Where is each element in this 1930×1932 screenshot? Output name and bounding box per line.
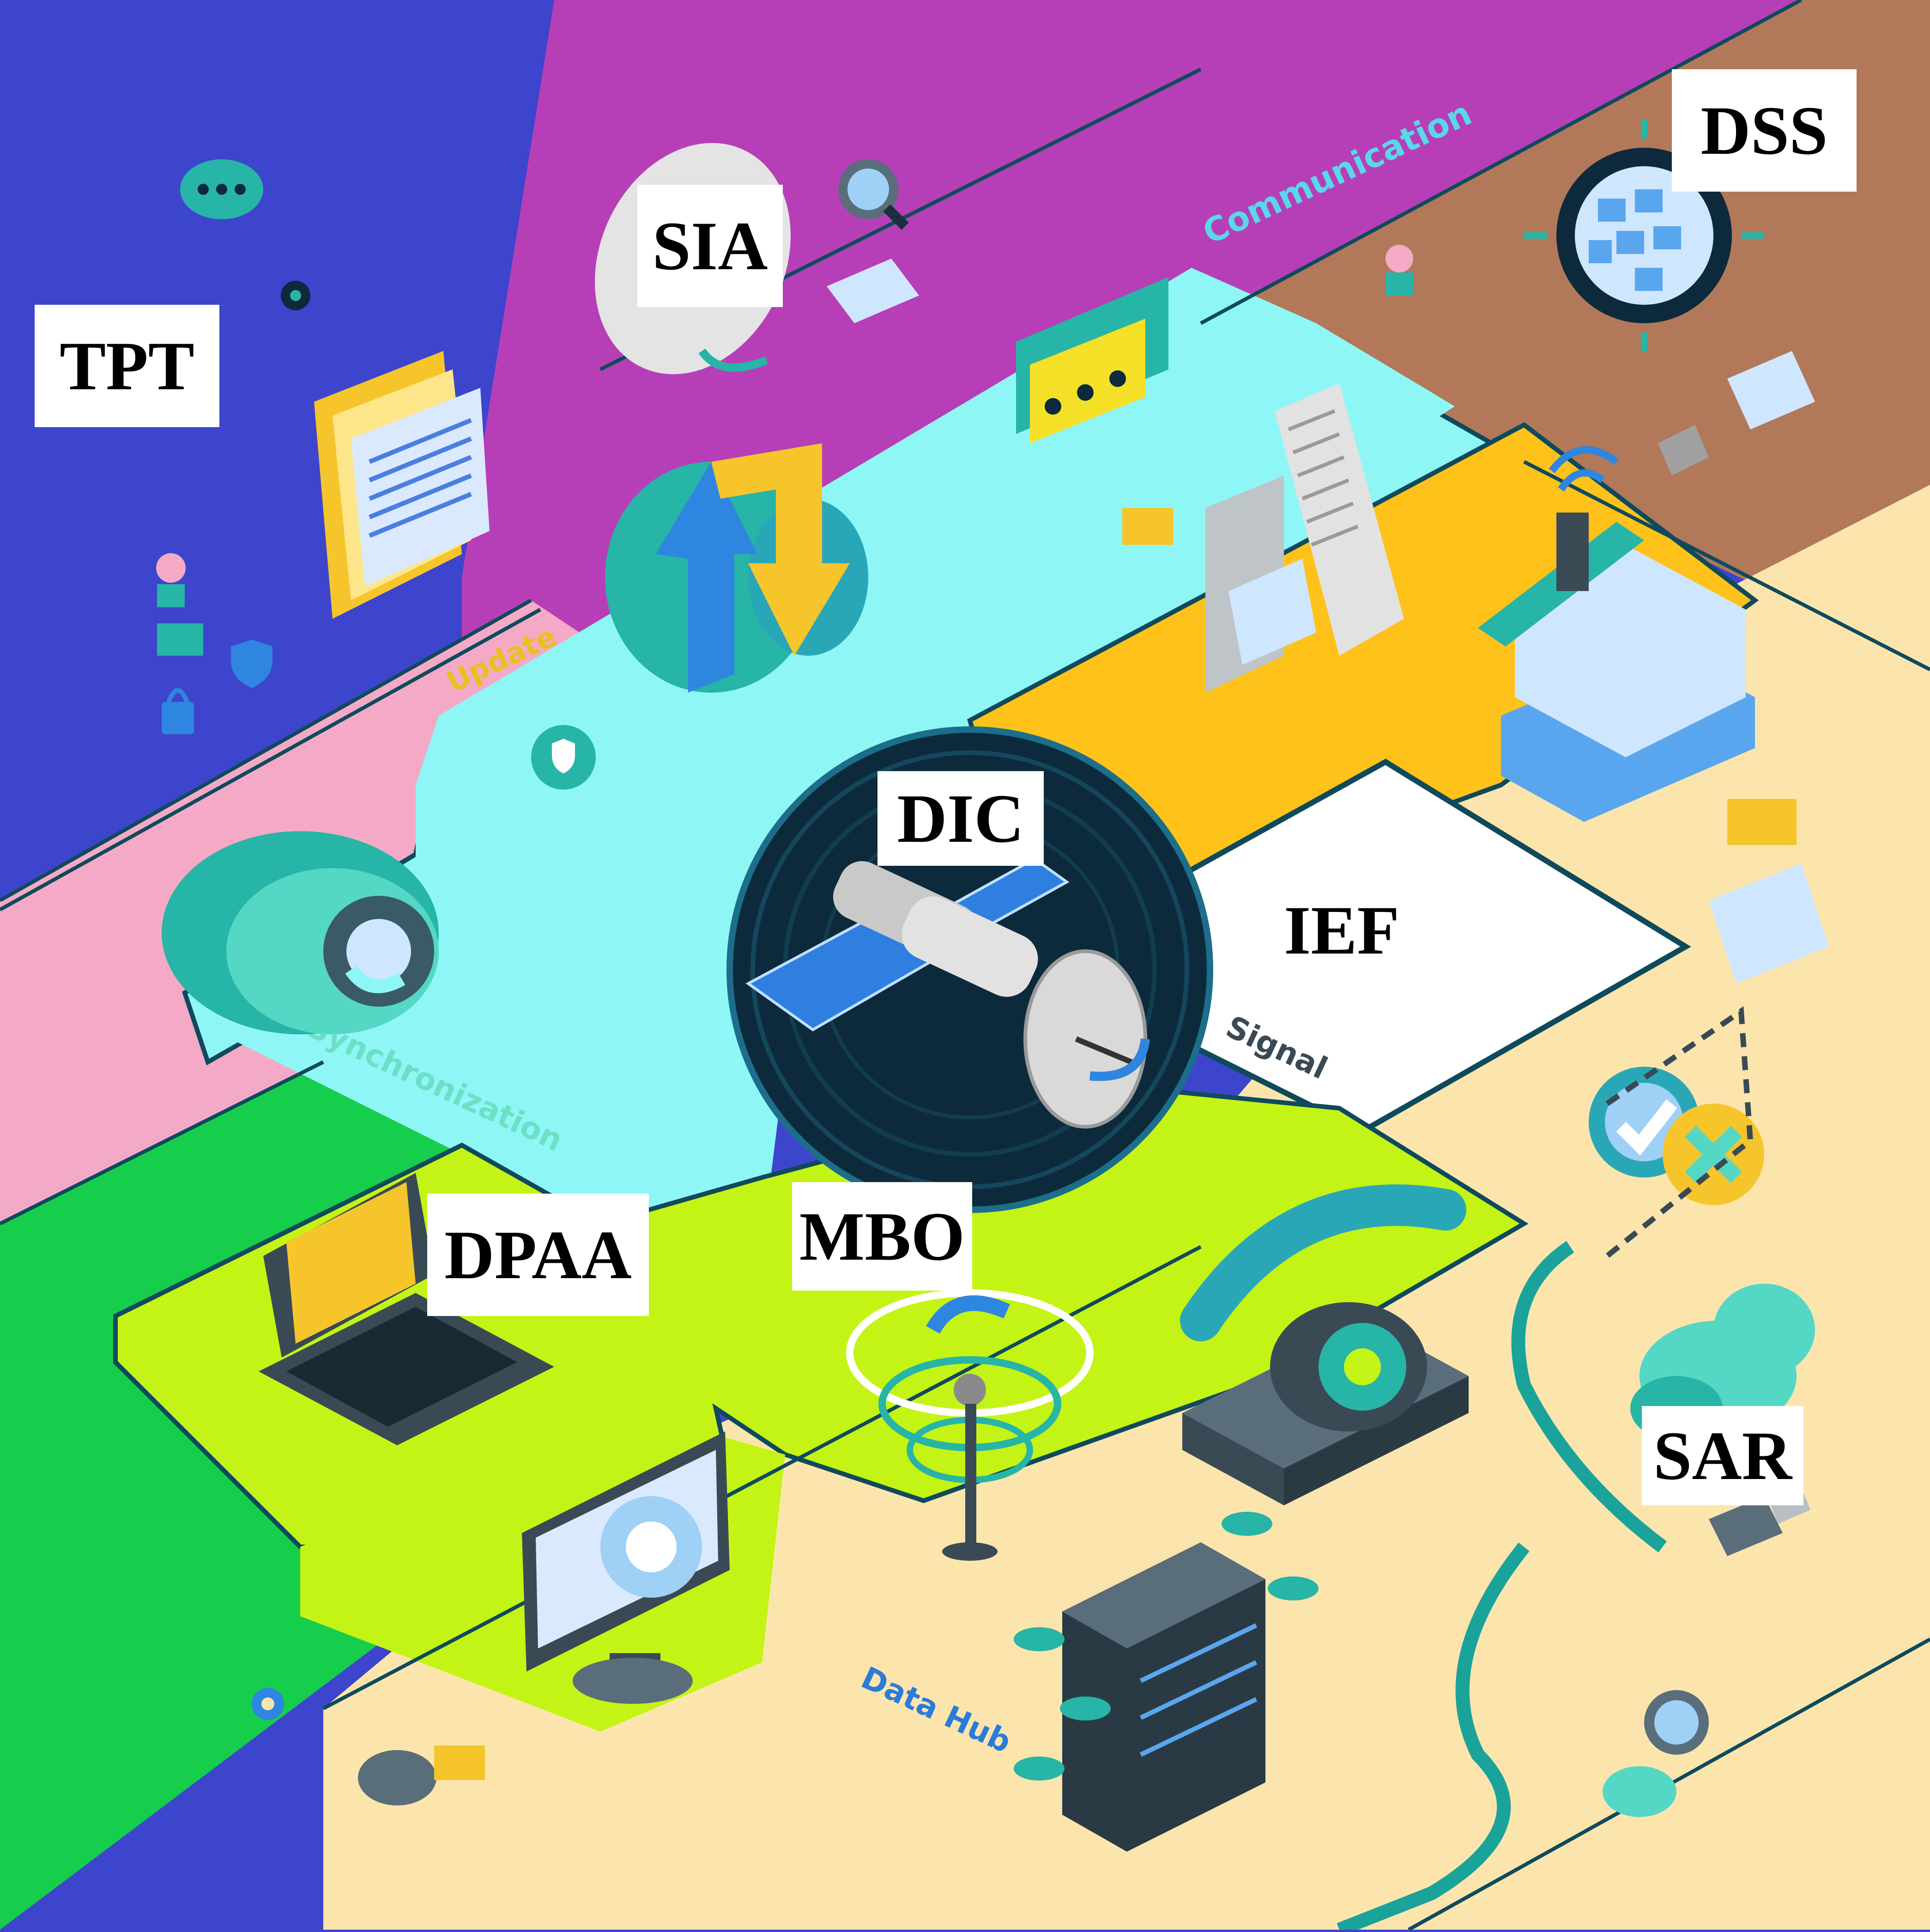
- sync-arrows-icon: [605, 443, 868, 693]
- magnifier-icon: [838, 159, 909, 230]
- gear-icon: [252, 1688, 284, 1720]
- document-icon: [1205, 383, 1404, 693]
- mail-icon: [1727, 799, 1797, 845]
- document-icon: [314, 351, 490, 619]
- gear-icon: [281, 281, 310, 310]
- cross-icon: [1663, 1104, 1764, 1205]
- mail-icon: [434, 1745, 485, 1780]
- house-wifi-icon: [1478, 446, 1755, 822]
- person-icon: [156, 553, 186, 607]
- satellite-icon: [745, 857, 1150, 1129]
- label-dpaa: DPAA: [427, 1194, 649, 1316]
- lock-icon: [162, 688, 194, 734]
- mail-icon: [1658, 425, 1709, 476]
- cloud-sync-icon: [162, 831, 439, 1034]
- mail-icon: [827, 259, 919, 323]
- shield-icon: [231, 640, 272, 688]
- magnifier-icon: [1644, 1690, 1709, 1755]
- label-tpt: TPT: [35, 305, 219, 427]
- monitor-icon: [522, 1431, 730, 1704]
- label-ief: IEF: [1284, 892, 1400, 969]
- label-dic: DIC: [877, 771, 1044, 866]
- chat-bubble-icon: [1603, 1766, 1676, 1817]
- shield-icon: [531, 725, 596, 790]
- person-icon: [1385, 245, 1413, 296]
- chat-bubble-icon: [1016, 277, 1168, 443]
- label-dss: DSS: [1672, 69, 1857, 192]
- globe-network-icon: [1524, 120, 1764, 351]
- label-sia: SIA: [637, 185, 783, 307]
- telephone-icon: [1180, 1184, 1469, 1505]
- mail-icon: [1727, 351, 1815, 429]
- radar-antenna-icon: [846, 1289, 1094, 1561]
- satellite-hub: [726, 726, 1213, 1213]
- chat-bubble-icon: [180, 159, 263, 219]
- mail-icon: [1122, 508, 1173, 545]
- server-icon: [1062, 1542, 1265, 1852]
- mail-icon: [157, 623, 203, 656]
- chat-bubble-icon: [358, 1750, 436, 1805]
- laptop-icon: [259, 1173, 554, 1445]
- database-icon: [1014, 1512, 1319, 1781]
- dashed-connector: [1605, 1006, 1754, 1258]
- mail-icon: [1709, 863, 1829, 984]
- label-sar: SAR: [1642, 1406, 1803, 1505]
- label-mbo: MBO: [792, 1182, 972, 1291]
